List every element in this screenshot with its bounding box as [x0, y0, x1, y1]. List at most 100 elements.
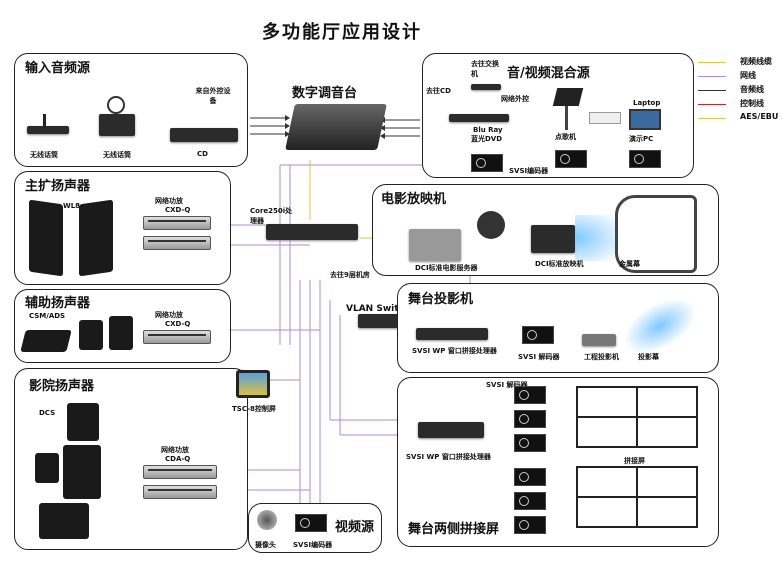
device-label: 去往交换机	[471, 60, 499, 78]
device-label: 网络功放	[155, 197, 183, 205]
legend-video-line	[698, 62, 726, 63]
device-label: TSC-8控制屏	[232, 405, 276, 413]
network-amplifier-icon	[143, 465, 217, 479]
device-label: 网络功放	[155, 311, 183, 319]
network-amplifier-icon	[143, 236, 211, 250]
cinema-speaker-icon	[63, 445, 101, 499]
legend-label: 控制线	[740, 99, 764, 108]
karaoke-box-icon	[589, 112, 621, 124]
core-processor-icon	[266, 224, 358, 240]
device-label: 拼接屏	[624, 457, 645, 465]
legend-label: 视频线缆	[740, 57, 772, 66]
panel-title: 辅助扬声器	[25, 296, 91, 311]
karaoke-stand-icon	[565, 106, 568, 130]
device-label: 网络外控	[501, 95, 529, 103]
device-label: CDA-Q	[165, 455, 191, 463]
svsi-decoder-icon	[514, 386, 546, 404]
av-sources-panel: 音/视频混合源 去往交换机 去往CD 网络外控 Blu Ray 蓝光DVD 点歌…	[422, 53, 694, 178]
panel-title: 舞台两侧拼接屏	[408, 522, 500, 537]
device-label: 无线话筒	[103, 151, 131, 159]
device-label: 工程投影机	[584, 353, 619, 361]
device-label: 摄像头	[255, 541, 276, 549]
bluray-player-icon	[449, 114, 509, 122]
window-processor-icon	[418, 422, 484, 438]
device-label: SVSI编码器	[509, 167, 549, 175]
line-array-speaker-icon	[79, 199, 113, 277]
device-label: 金属幕	[619, 260, 640, 268]
device-label: CD	[197, 150, 208, 158]
speaker-icon	[109, 316, 133, 350]
video-wall-icon	[576, 386, 698, 448]
legend-network-line	[698, 76, 726, 77]
cinema-speaker-icon	[67, 403, 99, 441]
page-title: 多功能厅应用设计	[262, 22, 422, 43]
device-label: DCI标准电影服务器	[415, 264, 478, 272]
cd-player-icon	[170, 128, 238, 142]
device-label: CSM/ADS	[29, 312, 66, 320]
stage-video-wall-panel: SVSI 解码器 SVSI WP 窗口拼接处理器 拼接屏 舞台两侧拼接屏	[397, 377, 719, 547]
panel-title: 舞台投影机	[408, 292, 474, 307]
switch-label: VLAN Switch	[346, 304, 411, 314]
device-label: DCS	[39, 409, 56, 417]
legend-label: AES/EBU	[740, 112, 779, 121]
panel-title: 视频源	[335, 520, 375, 535]
projection-glow-icon	[614, 286, 706, 366]
svsi-encoder-icon	[471, 154, 503, 172]
video-source-panel: 摄像头 SVSI编码器 视频源	[248, 503, 382, 553]
laptop-icon	[629, 109, 661, 130]
svsi-decoder-icon	[514, 492, 546, 510]
speaker-icon	[79, 320, 103, 350]
control-panel-icon	[236, 370, 270, 398]
cinema-server-icon	[409, 229, 461, 261]
metal-screen-icon	[615, 195, 697, 273]
device-label: Blu Ray	[473, 126, 503, 134]
device-label: SVSI WP 窗口拼接处理器	[412, 347, 497, 355]
panel-title: 影院扬声器	[29, 379, 95, 394]
network-amplifier-icon	[143, 485, 217, 499]
window-processor-icon	[416, 328, 488, 340]
cinema-projector-icon	[531, 225, 575, 253]
network-amplifier-icon	[143, 330, 211, 344]
device-label: SVSI 解码器	[486, 381, 528, 389]
device-label: SVSI编码器	[293, 541, 333, 549]
mixer-title: 数字调音台	[292, 86, 358, 101]
stage-projector-panel: 舞台投影机 SVSI WP 窗口拼接处理器 SVSI 解码器 工程投影机 投影幕	[397, 283, 719, 373]
legend-label: 网线	[740, 71, 756, 80]
network-amplifier-icon	[143, 216, 211, 230]
device-label: 网络功放	[161, 446, 189, 454]
aux-speaker-panel: 辅助扬声器 CSM/ADS 网络功放 CXD-Q	[14, 289, 231, 363]
panel-title: 电影放映机	[381, 192, 447, 207]
device-label: 蓝光DVD	[471, 135, 503, 143]
cinema-projection-panel: 电影放映机 DCI标准电影服务器 DCI标准放映机 金属幕	[372, 184, 719, 276]
svsi-encoder-icon	[295, 514, 327, 532]
line-array-speaker-icon	[29, 199, 63, 277]
mic-icon	[43, 114, 46, 128]
svsi-decoder-icon	[514, 434, 546, 452]
device-label: 来自外控设备	[195, 87, 231, 105]
legend-aes-line	[698, 118, 726, 119]
device-label: DCI标准放映机	[535, 260, 584, 268]
main-speaker-panel: 主扩扬声器 WL8 网络功放 CXD-Q	[14, 171, 231, 285]
device-label: CXD-Q	[165, 206, 191, 214]
svsi-decoder-icon	[522, 326, 554, 344]
network-device-icon	[471, 84, 501, 90]
device-label: SVSI 解码器	[518, 353, 560, 361]
svsi-decoder-icon	[514, 410, 546, 428]
projector-icon	[582, 334, 616, 346]
cinema-speaker-panel: 影院扬声器 DCS 网络功放 CDA-Q	[14, 368, 248, 550]
svsi-decoder-icon	[514, 468, 546, 486]
device-label: 去往CD	[426, 87, 451, 95]
floor-monitor-icon	[20, 330, 72, 352]
panel-title: 音/视频混合源	[507, 66, 590, 81]
video-wall-icon	[576, 466, 698, 528]
panel-title: 主扩扬声器	[25, 179, 91, 194]
input-audio-panel: 输入音频源 无线话筒 无线话筒 来自外控设备 CD	[14, 53, 248, 167]
subwoofer-icon	[39, 503, 89, 539]
legend-control-line	[698, 104, 726, 105]
device-label: 投影幕	[638, 353, 659, 361]
camera-icon	[257, 510, 277, 530]
device-label: WL8	[63, 202, 81, 210]
svsi-decoder-icon	[514, 516, 546, 534]
karaoke-screen-icon	[552, 88, 584, 106]
